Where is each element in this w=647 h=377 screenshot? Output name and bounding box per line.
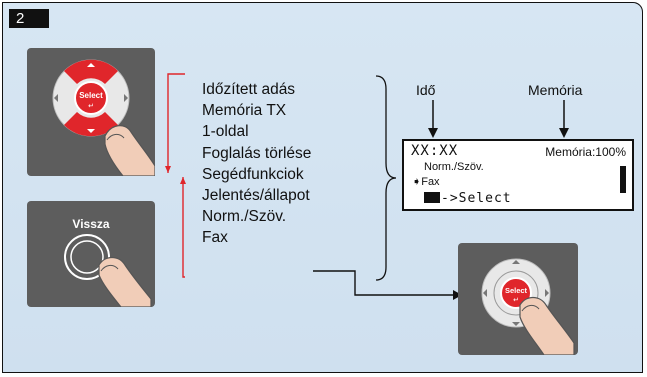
scroll-bracket — [165, 73, 186, 278]
down-arrow-icon — [87, 129, 95, 133]
finger-icon — [519, 296, 575, 356]
fingernail-icon — [521, 304, 540, 312]
lcd-label-memory: Memória — [528, 82, 583, 98]
down-arrow-key[interactable] — [64, 112, 118, 137]
lcd-scrollbar — [620, 166, 626, 193]
lcd-fax-text: Fax — [421, 176, 440, 188]
scroll-down-triangle-icon — [165, 166, 171, 173]
up-arrow-icon — [87, 63, 95, 67]
lcd-line-norm-text: Norm./Szöv. — [424, 161, 484, 173]
right-arrow-icon — [124, 94, 128, 102]
lcd-label-time: Idő — [416, 82, 436, 98]
right-arrow-icon — [545, 289, 549, 297]
up-down-key-icon — [424, 192, 440, 203]
enter-icon: ↵ — [88, 103, 94, 110]
lcd-memory-status: Memória:100% — [545, 145, 626, 159]
curly-brace — [375, 75, 397, 281]
lcd-select-text: ->Select — [441, 191, 512, 206]
scroll-bracket-upper — [167, 73, 185, 173]
finger-icon — [104, 125, 156, 177]
up-arrow-key[interactable] — [64, 59, 118, 84]
select-button-label: Select — [79, 91, 103, 100]
back-button-label: Vissza — [72, 217, 110, 231]
instruction-frame: 2 Select ↵ Vissza — [2, 2, 643, 373]
navigation-key-panel: Select ↵ — [27, 48, 156, 177]
lcd-display: XX:XX Memória:100% Norm./Szöv. ➧Fax ->Se… — [402, 139, 634, 211]
arrow-right-icon — [453, 290, 462, 300]
up-arrow-icon — [512, 260, 520, 264]
step-number-badge: 2 — [9, 9, 49, 28]
cursor-arrow-icon: ➧ — [412, 176, 422, 188]
menu-item-fax[interactable]: Fax — [202, 229, 228, 247]
fingernail-icon — [100, 264, 119, 272]
left-arrow-icon — [54, 94, 58, 102]
arrow-down-icon — [559, 128, 569, 138]
enter-icon: ↵ — [513, 297, 519, 304]
lcd-line-fax: ➧Fax — [412, 175, 440, 188]
scroll-bracket-lower — [182, 177, 185, 278]
back-button-inner-ring — [70, 240, 104, 274]
menu-item-cancel-reservation[interactable]: Foglalás törlése — [202, 144, 312, 162]
fingernail-icon — [106, 133, 125, 141]
left-arrow-icon — [483, 289, 487, 297]
back-key-panel: Vissza — [27, 201, 155, 307]
nav-inner-ring — [493, 270, 539, 316]
select-button[interactable] — [74, 81, 108, 115]
scroll-up-triangle-icon — [180, 177, 186, 184]
back-key-illustration — [64, 234, 152, 307]
select-button-label: Select — [505, 286, 528, 295]
menu-item-memory-tx[interactable]: Memória TX — [202, 102, 287, 120]
lcd-line-select: ->Select — [424, 191, 512, 206]
menu-list: Időzített adás Memória TX 1-oldal Foglal… — [202, 79, 311, 249]
arrow-down-icon — [428, 128, 438, 138]
label-arrows — [428, 100, 569, 138]
menu-item-support-functions[interactable]: Segédfunkciok — [202, 165, 304, 183]
menu-item-one-side[interactable]: 1-oldal — [202, 123, 249, 141]
lcd-time-value: XX:XX — [411, 143, 459, 159]
navigation-key-panel-select: Select ↵ — [458, 243, 578, 356]
navigation-keypad-illustration: Select ↵ — [481, 258, 575, 356]
down-arrow-icon — [512, 322, 520, 326]
navigation-keypad-illustration: Select ↵ — [52, 59, 156, 177]
menu-item-norm-text[interactable]: Norm./Szöv. — [202, 208, 287, 226]
menu-item-timed-send[interactable]: Időzített adás — [202, 81, 296, 98]
finger-icon — [98, 256, 152, 307]
connector-arrow — [313, 270, 462, 300]
menu-item-report-status[interactable]: Jelentés/állapot — [202, 187, 310, 205]
